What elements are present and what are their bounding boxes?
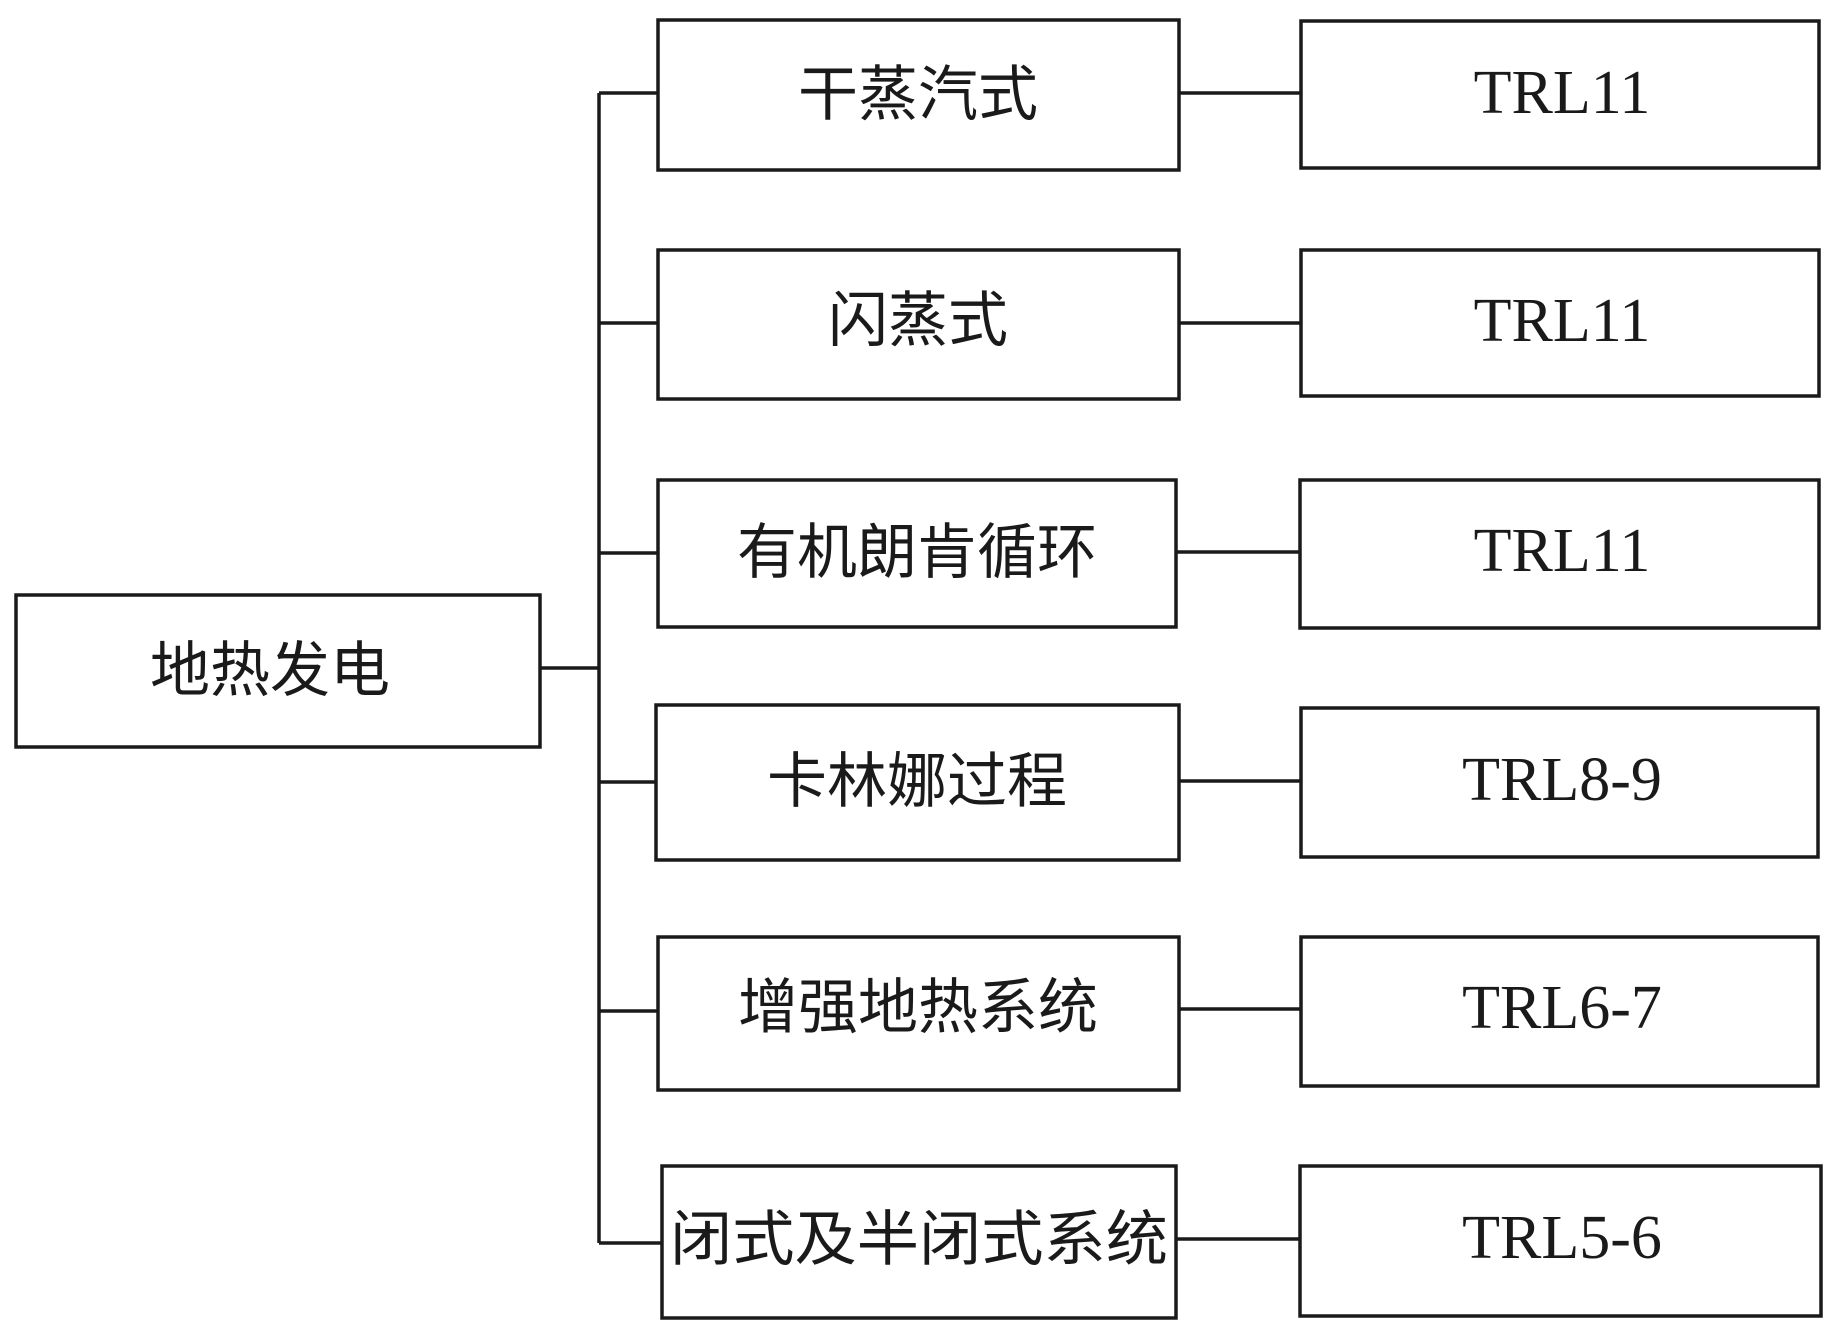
root-box (14, 593, 542, 749)
trl-box-4 (1299, 706, 1820, 859)
trl-label-6: TRL5-6 (1462, 1204, 1662, 1272)
trl-box-2 (1299, 248, 1821, 398)
connectors (540, 91, 1301, 1245)
trl-node-5: TRL6-7 (1299, 935, 1820, 1088)
tech-label-flash: 闪蒸式 (828, 286, 1008, 356)
trl-label-3: TRL11 (1474, 517, 1651, 585)
tech-label-dry-steam: 干蒸汽式 (798, 60, 1038, 130)
tech-node-kalina: 卡林娜过程 (654, 703, 1181, 862)
trl-box-1 (1299, 19, 1821, 170)
trl-label-5: TRL6-7 (1462, 974, 1662, 1042)
tech-box-1 (656, 18, 1181, 172)
root-label: 地热发电 (150, 636, 390, 706)
tech-label-orc: 有机朗肯循环 (737, 518, 1097, 588)
trl-label-1: TRL11 (1474, 59, 1651, 127)
tech-nodes: 干蒸汽式 闪蒸式 有机朗肯循环 卡林娜过程 增强地热系统 闭式及半闭式系统 (654, 18, 1181, 1320)
trl-box-3 (1298, 478, 1821, 630)
trl-node-1: TRL11 (1299, 19, 1821, 170)
tech-box-4 (654, 703, 1181, 862)
tech-node-orc: 有机朗肯循环 (656, 478, 1178, 629)
trl-label-4: TRL8-9 (1462, 746, 1662, 814)
trl-node-3: TRL11 (1298, 478, 1821, 630)
tech-label-closed-loop: 闭式及半闭式系统 (670, 1205, 1168, 1275)
tech-label-egs: 增强地热系统 (738, 973, 1098, 1043)
trl-node-2: TRL11 (1299, 248, 1821, 398)
trl-label-2: TRL11 (1474, 287, 1651, 355)
tech-node-closed-loop: 闭式及半闭式系统 (660, 1164, 1178, 1320)
trl-box-6 (1298, 1164, 1823, 1318)
root-node: 地热发电 (14, 593, 542, 749)
tech-node-egs: 增强地热系统 (656, 935, 1181, 1092)
trl-node-4: TRL8-9 (1299, 706, 1820, 859)
tech-node-dry-steam: 干蒸汽式 (656, 18, 1181, 172)
tech-box-5 (656, 935, 1181, 1092)
tech-node-flash: 闪蒸式 (656, 248, 1181, 401)
tech-box-3 (656, 478, 1178, 629)
trl-node-6: TRL5-6 (1298, 1164, 1823, 1318)
tech-label-kalina: 卡林娜过程 (767, 747, 1067, 817)
trl-nodes: TRL11 TRL11 TRL11 TRL8-9 TRL6-7 TRL5-6 (1298, 19, 1823, 1318)
tech-box-6 (660, 1164, 1178, 1320)
tech-box-2 (656, 248, 1181, 401)
trl-box-5 (1299, 935, 1820, 1088)
